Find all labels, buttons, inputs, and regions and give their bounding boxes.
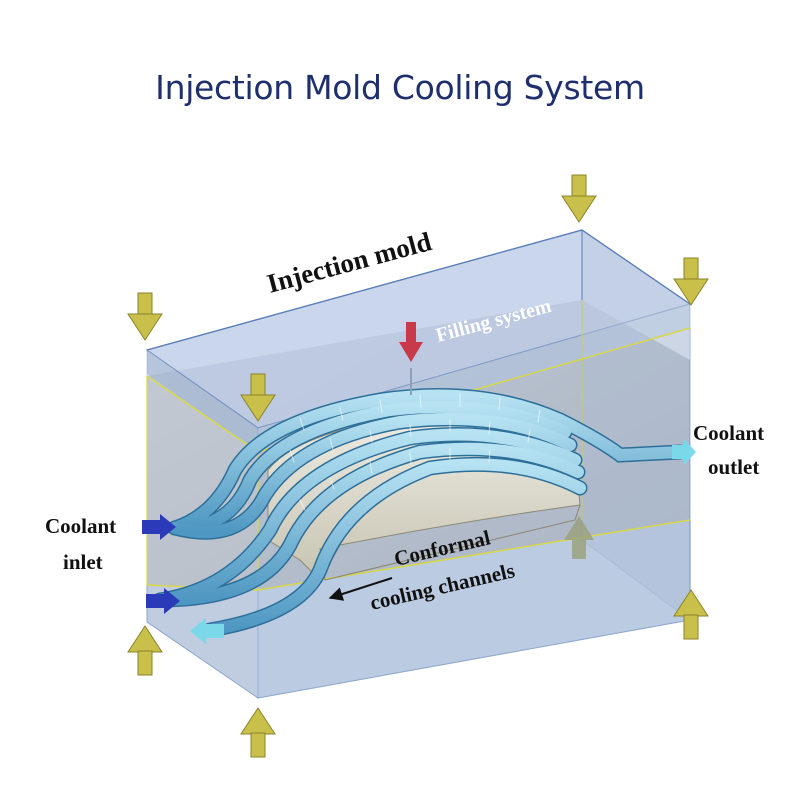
clamp-arrow-down-icon [240,373,276,422]
coolant-outlet-line2: outlet [708,455,759,479]
filling-arrow-icon [399,322,423,362]
outlet-arrow-icon [672,439,696,465]
clamp-arrow-up-icon [127,625,163,676]
clamp-arrow-down-icon [673,257,709,306]
conformal-cooling-channels [152,388,688,638]
coolant-outlet-line1: Coolant [693,421,764,445]
coolant-inlet-label: Coolant inlet [45,514,121,574]
inlet-arrow-icon [146,588,180,614]
mold-top-plate-edge [147,350,258,452]
page-title: Injection Mold Cooling System [155,68,645,107]
coolant-inlet-line1: Coolant [45,514,116,538]
inlet-arrow-icon [142,514,176,540]
clamp-arrow-up-icon [564,516,594,559]
pointer-arrow [328,577,393,601]
clamp-arrow-up-icon [240,707,276,758]
clamp-arrow-up-icon [673,589,709,640]
clamp-arrow-down-icon [127,292,163,341]
outlet-arrow-icon [190,618,224,644]
clamp-arrow-down-icon [561,174,597,223]
coolant-outlet-label: Coolant outlet [693,421,769,479]
coolant-inlet-line2: inlet [63,550,103,574]
